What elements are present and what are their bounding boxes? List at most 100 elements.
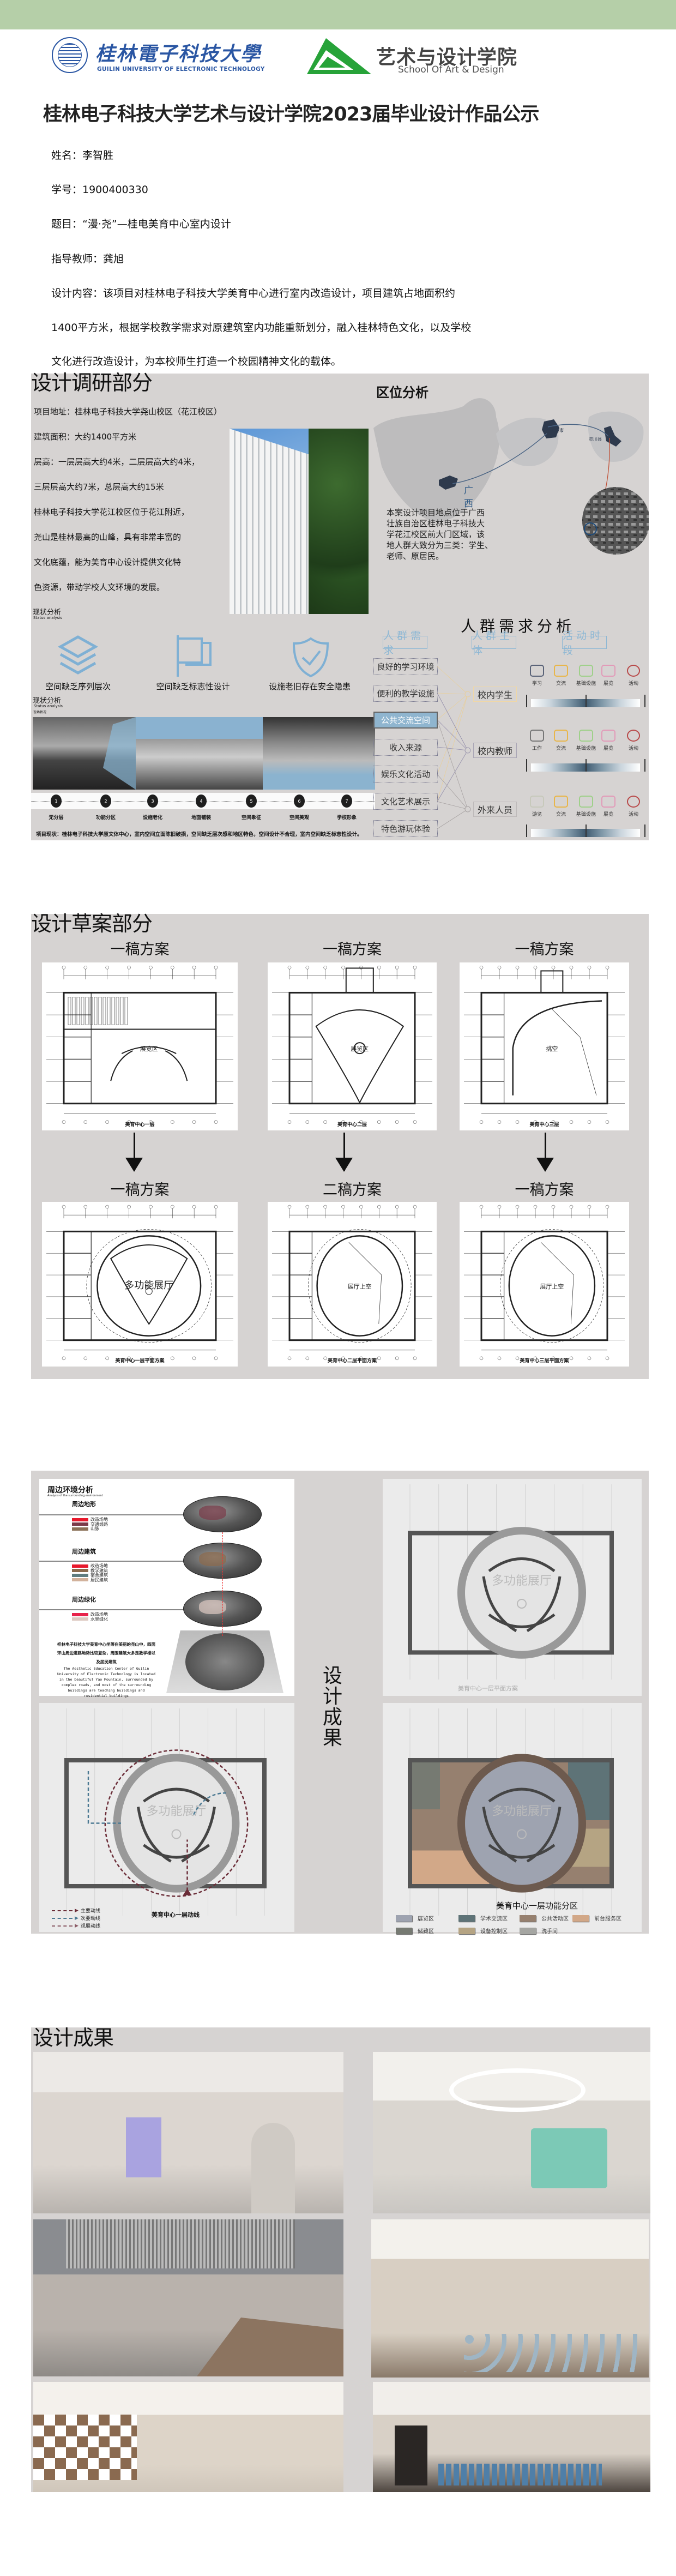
crowd-connection-lines <box>437 666 471 829</box>
render-art-studio <box>33 2382 343 2492</box>
env-title: 周边环境分析 <box>47 1486 93 1495</box>
zone-legend-label: 储藏区 <box>418 1929 434 1935</box>
status-subtitle-2: Status analysis <box>34 704 63 708</box>
activity-label: 游览 <box>532 812 542 817</box>
city-label: 桂林市 <box>551 428 564 433</box>
flow-legend-label: 主要动线 <box>80 1909 100 1914</box>
room-label: 展览区 <box>140 1045 158 1052</box>
scheme-label: 一稿方案 <box>110 941 170 958</box>
header-bar <box>0 0 676 29</box>
lingchuan-highlight <box>604 426 621 447</box>
env-legend-label: 改造场地 <box>90 1563 108 1568</box>
china-map <box>373 398 500 522</box>
research-line: 尧山是桂林最高的山峰，具有非常丰富的 <box>34 532 182 542</box>
render-music-stage <box>33 2219 343 2376</box>
activity-icon <box>530 665 544 677</box>
zone-legend-label: 前台服务区 <box>594 1916 621 1922</box>
site-photo <box>263 717 375 790</box>
student-id: 学号：1900400330 <box>51 184 148 196</box>
env-legend-label: 居民建筑 <box>90 1577 108 1582</box>
header-needs: 人群需求 <box>383 630 427 657</box>
section-title-research: 设计调研部分 <box>31 371 153 395</box>
research-line: 项目地址：桂林电子科技大学尧山校区（花江校区） <box>34 407 222 417</box>
svg-text:多功能展厅: 多功能展厅 <box>492 1574 552 1588</box>
env-legend-label: 交通线路 <box>90 1521 108 1527</box>
zone-legend-item: 学术交流区 <box>458 1914 508 1922</box>
arrow-down-icon <box>335 1133 353 1172</box>
activity-label: 展览 <box>603 746 614 751</box>
county-label: 灵川县 <box>589 437 602 442</box>
env-legend-item: 山脉 <box>72 1526 99 1532</box>
zone-legend-item: 展览区 <box>396 1914 434 1922</box>
env-legend-item: 改造场地 <box>72 1563 108 1569</box>
env-group-title: 周边绿化 <box>72 1596 96 1603</box>
plan-caption: 美育中心三层 <box>529 1122 559 1128</box>
status-summary: 项目现状：桂林电子科技大学原文体中心，室内空间立面陈旧破损，空间缺乏层次感和地区… <box>36 832 363 838</box>
timeline-label: 空间象征 <box>241 815 262 821</box>
activity-icon <box>627 730 640 742</box>
activity-label: 交流 <box>556 812 566 817</box>
zone-legend-item: 设备控制区 <box>458 1927 508 1935</box>
timeline-step: 6 <box>294 795 305 808</box>
site-oval-map <box>185 1633 264 1690</box>
floor-plan: 展览区 <box>42 962 238 1130</box>
crowd-title: 人群需求分析 <box>461 617 576 635</box>
student-name: 姓名：李智胜 <box>51 149 114 161</box>
site-photo <box>136 717 263 790</box>
research-line: 桂林电子科技大学花江校区位于花江附近， <box>34 507 190 517</box>
env-subtitle: Analysis of the surrounding environment <box>47 1494 103 1497</box>
timeline-step: 7 <box>341 795 352 808</box>
render-exhibition-corridor <box>33 2052 343 2213</box>
arrow-down-icon <box>536 1133 554 1172</box>
page-title: 桂林电子科技大学艺术与设计学院2023届毕业设计作品公示 <box>43 104 539 125</box>
activity-label: 基础设施 <box>576 812 596 817</box>
flag-icon <box>177 635 212 677</box>
room-label: 展厅上空 <box>348 1283 372 1290</box>
scheme-label: 一稿方案 <box>515 941 574 958</box>
period-tick <box>644 759 645 772</box>
site-status-label: 现场状况 <box>33 711 47 714</box>
need-item: 良好的学习环境 <box>373 658 438 675</box>
layers-icon <box>57 635 99 675</box>
activity-icon <box>530 796 544 808</box>
activity-icon <box>579 730 593 742</box>
activity-icon <box>627 665 640 677</box>
activity-label: 展览 <box>603 812 614 817</box>
env-legend-label: 教学建筑 <box>90 1568 108 1573</box>
section-title-draft: 设计草案部分 <box>31 912 153 936</box>
plan-caption: 美育中心一层平面方案 <box>115 1358 165 1364</box>
design-content-line: 设计内容：该项目对桂林电子科技大学美育中心进行室内改造设计，项目建筑占地面积约 <box>51 287 456 299</box>
zone-caption: 美育中心一层功能分区 <box>496 1901 578 1911</box>
status-subtitle: Status analysis <box>33 616 62 620</box>
activity-icon <box>530 730 544 742</box>
activity-label: 交流 <box>556 681 566 687</box>
design-content-line: 1400平方米，根据学校教学需求对原建筑室内功能重新划分，融入桂林特色文化，以及… <box>51 322 472 334</box>
site-oval-map <box>183 1496 262 1532</box>
room-label: 挑空 <box>546 1045 558 1052</box>
zone-plan: 多功能展厅 <box>383 1703 642 1932</box>
floor-plan: 挑空 <box>460 962 629 1130</box>
env-legend-item: 改造场地 <box>72 1516 108 1522</box>
need-item: 公共交流空间 <box>373 712 438 729</box>
timeline-step: 2 <box>100 795 111 808</box>
project-topic: 题目：“漫·尧”—桂电美育中心室内设计 <box>51 218 231 230</box>
need-item: 收入来源 <box>373 739 438 756</box>
site-photo <box>33 717 136 790</box>
activity-icon <box>601 730 615 742</box>
env-legend-label: 水景绿化 <box>90 1616 108 1622</box>
scheme-label: 二稿方案 <box>323 1182 382 1199</box>
timeline-label: 学校形象 <box>336 815 357 821</box>
plan-caption: 美育中心三层平面方案 <box>520 1358 569 1364</box>
zone-legend-label: 设备控制区 <box>480 1929 508 1935</box>
env-paragraph-cn: 桂林电子科技大学美育中心坐落在美丽的尧山中，四面环山周边道路地势比较复杂，周围建… <box>57 1642 155 1664</box>
research-line: 三层层高大约7米，总层高大约15米 <box>34 482 164 492</box>
research-line: 建筑面积：大约1400平方米 <box>34 432 137 442</box>
location-paragraph-line: 本案设计项目地点位于广西 <box>387 508 485 517</box>
flow-legend-item: ▶观展动线 <box>52 1922 100 1929</box>
env-group-title: 周边地形 <box>72 1501 96 1508</box>
group-teachers: 校内教师 <box>473 743 517 758</box>
plan-caption: 美育中心二层平面方案 <box>327 1358 377 1364</box>
activity-label: 活动 <box>628 746 639 751</box>
location-paragraph-line: 老师、原居民。 <box>387 551 444 561</box>
activity-icon <box>554 796 568 808</box>
